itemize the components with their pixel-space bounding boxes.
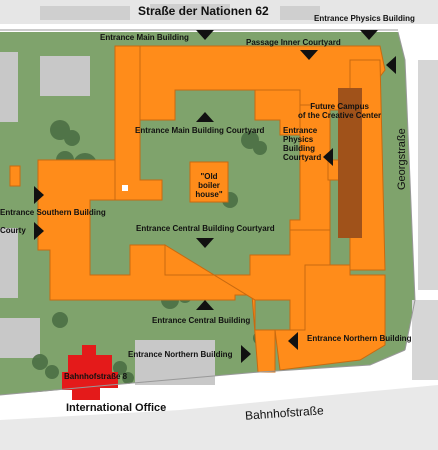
label-international-office: International Office (66, 402, 167, 414)
label-entrance-central-courtyard: Entrance Central Building Courtyard (136, 224, 275, 233)
future-campus-block (338, 88, 362, 238)
label-entrance-main: Entrance Main Building (100, 33, 189, 42)
entrance-central-courtyard-arrow-icon (196, 238, 214, 248)
neighbor-building-top-3 (280, 6, 320, 20)
label-passage-inner: Passage Inner Courtyard (246, 38, 341, 47)
entrance-physics-arrow-icon (360, 30, 378, 40)
label-entrance-physics: Entrance Physics Building (314, 14, 415, 23)
entrance-northern-west-arrow-icon (241, 345, 251, 363)
curb-south (0, 349, 406, 396)
inner-court-marker (122, 185, 128, 191)
west-annex (9, 165, 21, 187)
south-block (0, 385, 438, 450)
label-entrance-northern-west: Entrance Northern Building (128, 350, 233, 359)
label-old-boiler: "Old boiler house" (195, 172, 223, 199)
passage-inner-arrow-icon (300, 50, 318, 60)
east-neighbor-building (418, 60, 438, 290)
label-entrance-northern-east: Entrance Northern Building (307, 334, 412, 343)
label-entrance-physics-courtyard: Entrance Physics Building Courtyard (283, 126, 322, 162)
entrance-southern-arrow-icon (34, 186, 44, 204)
neighbor-building-west-1 (0, 52, 18, 122)
neighbor-building-west-3 (0, 318, 40, 358)
label-courtyard-partial: Courty (0, 226, 26, 235)
international-office-building (62, 345, 118, 400)
neighbor-building-west-2 (0, 228, 18, 298)
neighbor-building-top-1 (40, 6, 130, 20)
georgstrasse-entrance-arrow-icon (386, 56, 396, 74)
street-east: Georgstraße (396, 128, 408, 190)
entrance-northern-east-arrow-icon (288, 332, 298, 350)
label-future-campus: Future Campus of the Creative Center (298, 102, 382, 120)
entrance-main-arrow-icon (196, 30, 214, 40)
neighbor-building-south (135, 340, 215, 385)
east-neighbor-building-2 (412, 300, 438, 380)
label-entrance-central: Entrance Central Building (152, 316, 251, 325)
curb-east (397, 31, 416, 351)
entrance-central-arrow-icon (196, 300, 214, 310)
label-entrance-southern: Entrance Southern Building (0, 208, 106, 217)
entrance-physics-courtyard-arrow-icon (323, 148, 333, 166)
courtyard-arrow-icon (34, 222, 44, 240)
university-building (37, 45, 386, 373)
label-entrance-main-courtyard: Entrance Main Building Courtyard (135, 126, 265, 135)
neighbor-building-nw (40, 56, 90, 96)
neighbor-building-top-2 (150, 4, 230, 20)
label-bahnhofstrasse-8: Bahnhofstraße 8 (64, 372, 128, 381)
entrance-main-courtyard-arrow-icon (196, 112, 214, 122)
street-north: Straße der Nationen 62 (138, 4, 269, 18)
